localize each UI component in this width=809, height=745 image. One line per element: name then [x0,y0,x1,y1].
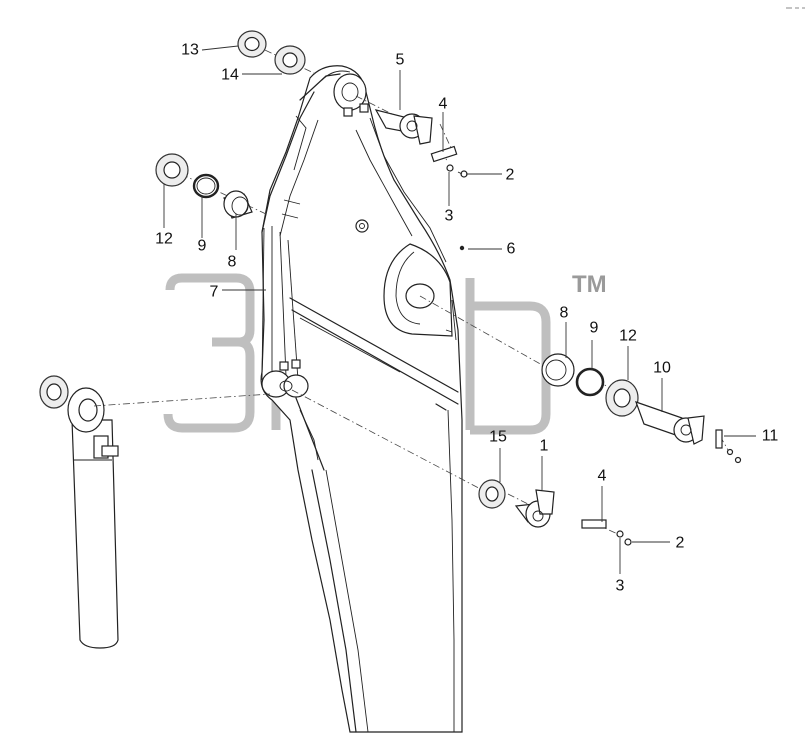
callout-9-upper: 9 [198,238,207,255]
callout-7: 7 [210,284,219,301]
part-9-ring-right [575,367,605,397]
callout-8-upper: 8 [228,254,237,271]
callout-8-right: 8 [560,305,569,322]
part-3-washer-upper [446,164,454,172]
part-12-washer-right [605,379,639,417]
part-2-bolt-upper [457,170,468,178]
callout-5: 5 [396,52,405,69]
callout-9-right: 9 [590,320,599,337]
left-washer-cylinder [39,375,69,409]
part-15-washer [478,479,506,509]
callout-12-upper: 12 [155,231,173,248]
part-3-washer-lower [616,530,624,538]
callout-12-right: 12 [619,328,637,345]
part-1-pin [514,489,555,528]
callout-3-upper: 3 [445,208,454,225]
boom-arm [260,65,463,733]
callout-10: 10 [653,360,671,377]
callout-labels: 13 14 5 4 2 3 6 12 9 8 7 8 9 12 10 11 15… [155,42,778,595]
callout-4-upper: 4 [439,96,448,113]
callout-2-upper: 2 [506,167,515,184]
part-8-bushing-right [541,353,575,387]
callout-15: 15 [489,429,507,446]
callout-1: 1 [540,438,549,455]
callout-13: 13 [181,42,199,59]
part-11-plate [715,429,742,464]
callout-2-lower: 2 [676,535,685,552]
callout-3-lower: 3 [616,578,625,595]
part-2-bolt-lower [624,538,632,546]
watermark-tm: TM [572,271,607,298]
callout-11: 11 [762,428,779,445]
part-13-washer [237,30,267,58]
part-10-pin [635,401,705,445]
callout-4-lower: 4 [598,468,607,485]
part-12-washer-upper [155,153,189,187]
part-6-grease-fitting [459,245,465,251]
part-5-pin [374,109,433,145]
part-8-bushing-upper [223,190,253,219]
part-14-washer [274,45,306,75]
part-4-plate-upper [430,145,458,163]
leader-lines [163,45,756,574]
part-4-plate-lower [581,519,607,529]
hydraulic-cylinder [67,387,119,649]
callout-14: 14 [221,67,239,84]
callout-6: 6 [507,241,516,258]
part-9-ring-upper [192,173,220,199]
